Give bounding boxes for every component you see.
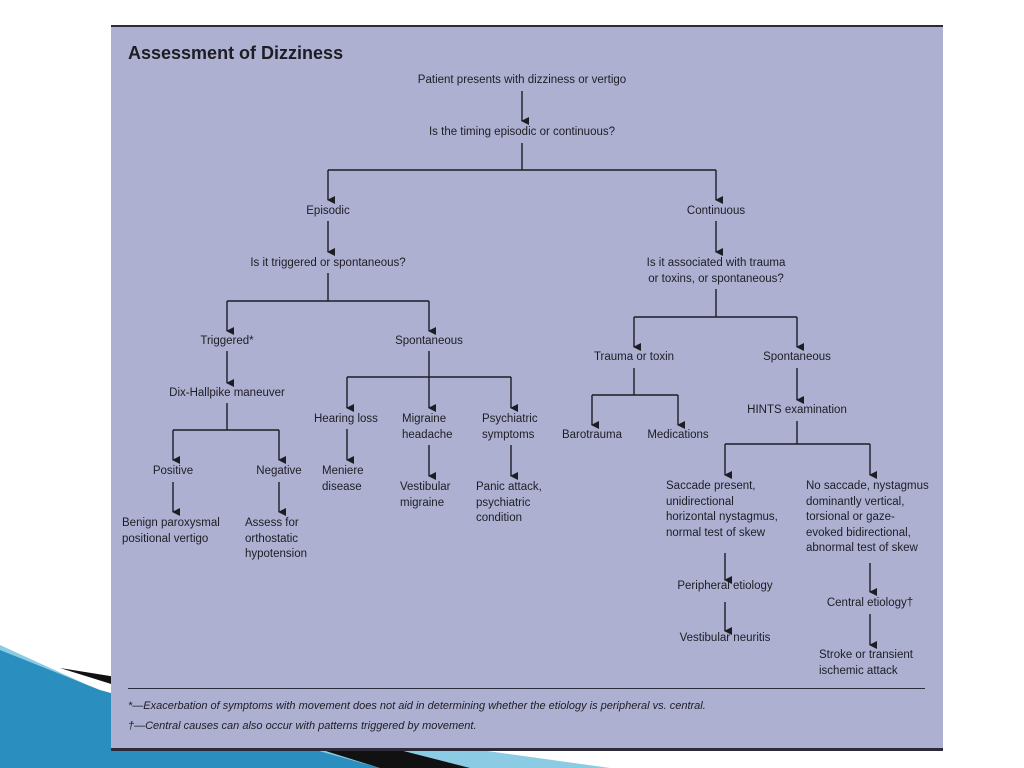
node-bppv: Benign paroxysmal positional vertigo [122,516,220,547]
node-saccade-present: Saccade present, unidirectional horizont… [666,479,778,541]
node-vestibular-migraine-line-2: migraine [400,496,445,509]
node-bppv-line-2: positional vertigo [122,532,209,545]
node-episodic: Episodic [306,205,350,217]
node-episodic-spontaneous: Spontaneous [395,335,463,347]
node-saccade-present-line-4: normal test of skew [666,526,766,539]
node-continuous: Continuous [686,205,746,217]
node-triggered-question: Is it triggered or spontaneous? [250,257,406,269]
node-timing-question: Is the timing episodic or continuous? [428,126,616,138]
node-medications: Medications [647,429,709,441]
footnote-asterisk: *—Exacerbation of symptoms with movement… [128,700,706,712]
node-migraine-headache-line-1: Migraine [402,413,447,425]
node-trauma-question-line-1: Is it associated with trauma [646,257,786,269]
node-hints: HINTS examination [747,404,847,416]
node-no-saccade-line-5: abnormal test of skew [806,542,918,554]
node-dix-hallpike: Dix-Hallpike maneuver [169,387,285,399]
node-migraine-headache-line-2: headache [402,428,453,441]
flowchart-connectors [172,91,877,649]
node-vestibular-migraine-line-1: Vestibular [400,481,451,493]
node-meniere-line-2: disease [322,480,362,493]
node-hearing-loss: Hearing loss [314,413,378,425]
node-peripheral-etiology: Peripheral etiology [677,580,773,592]
node-panic-attack-line-2: psychiatric [476,496,531,509]
node-saccade-present-line-2: unidirectional [666,495,734,508]
node-bppv-line-1: Benign paroxysmal [122,517,220,529]
node-start: Patient presents with dizziness or verti… [417,74,627,86]
node-assess-orthostatic-line-2: orthostatic [245,532,299,545]
node-meniere: Meniere disease [322,464,364,495]
node-saccade-present-line-1: Saccade present, [666,480,756,492]
node-psychiatric-symptoms-line-1: Psychiatric [482,413,538,425]
node-psychiatric-symptoms-line-2: symptoms [482,428,535,441]
node-trauma-or-toxin: Trauma or toxin [593,351,675,363]
node-continuous-spontaneous: Spontaneous [763,351,831,363]
node-no-saccade-line-3: torsional or gaze- [806,511,895,523]
footnote-dagger: †—Central causes can also occur with pat… [128,720,477,732]
node-trauma-question-line-2: or toxins, or spontaneous? [648,272,784,285]
node-panic-attack-line-3: condition [476,512,523,524]
node-barotrauma: Barotrauma [561,429,623,441]
node-assess-orthostatic-line-1: Assess for [245,517,299,529]
node-no-saccade-line-2: dominantly vertical, [806,495,905,508]
node-positive: Positive [152,465,194,477]
node-negative: Negative [256,465,302,477]
node-panic-attack: Panic attack, psychiatric condition [476,480,542,527]
footnote-divider [128,688,925,689]
node-no-saccade-line-1: No saccade, nystagmus [806,480,929,492]
node-central-etiology: Central etiology† [826,597,914,609]
node-no-saccade-line-4: evoked bidirectional, [806,526,911,539]
flowchart-title: Assessment of Dizziness [128,43,344,63]
node-vestibular-migraine: Vestibular migraine [400,480,451,511]
node-assess-orthostatic-line-3: hypotension [245,548,308,560]
node-no-saccade: No saccade, nystagmus dominantly vertica… [806,479,929,557]
slide-swoosh-blue [0,650,380,768]
node-saccade-present-line-3: horizontal nystagmus, [666,511,778,523]
node-stroke-tia: Stroke or transient ischemic attack [819,648,913,679]
node-assess-orthostatic: Assess for orthostatic hypotension [245,516,307,563]
node-vestibular-neuritis: Vestibular neuritis [679,632,771,644]
node-trauma-question: Is it associated with trauma or toxins, … [647,256,786,287]
node-migraine-headache: Migraine headache [402,412,453,443]
node-stroke-tia-line-2: ischemic attack [819,664,898,677]
node-panic-attack-line-1: Panic attack, [476,481,542,493]
node-stroke-tia-line-1: Stroke or transient [819,649,913,661]
node-meniere-line-1: Meniere [322,465,364,477]
node-triggered: Triggered* [200,335,254,347]
flowchart-panel: Assessment of Dizziness [111,25,943,751]
node-psychiatric-symptoms: Psychiatric symptoms [482,412,538,443]
